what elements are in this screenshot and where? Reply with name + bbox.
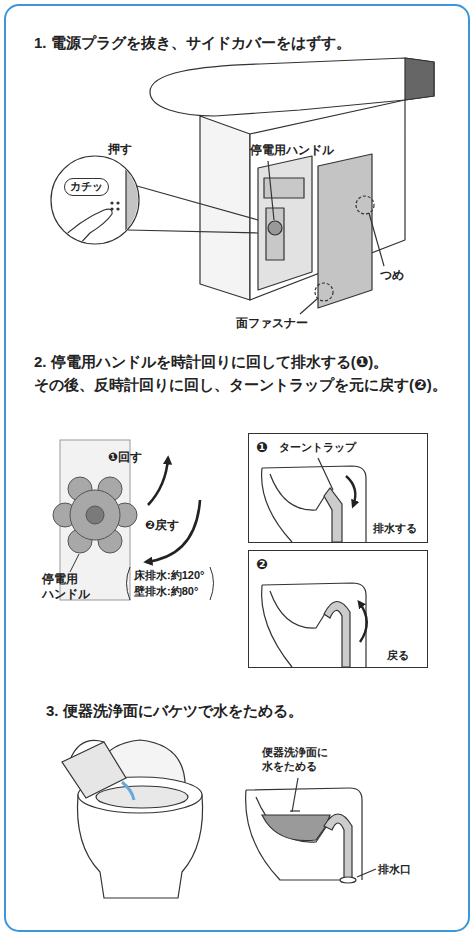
- water-fill: [262, 815, 330, 841]
- claw-marker: [356, 196, 374, 214]
- leader-line: [369, 213, 384, 266]
- part-name: 面ファスナー: [236, 316, 308, 332]
- step-panel: ❶ ターントラップ排水する: [248, 433, 428, 543]
- angle-note: 壁排水:約80°: [134, 584, 198, 598]
- toilet-outline: [262, 466, 366, 542]
- cover-edge: [126, 150, 166, 250]
- bracket: [210, 567, 214, 600]
- action-label: 排水する: [373, 522, 417, 536]
- part-name: 便器洗浄面に 水をためる: [262, 746, 329, 774]
- callout-number: ❶: [256, 439, 268, 457]
- rotate-arrow: [148, 458, 168, 505]
- part-name: 停電用 ハンドル: [42, 572, 91, 602]
- magnifier-detail: [58, 150, 166, 250]
- toilet-front-face: [200, 116, 250, 300]
- toilet-side-view: [51, 58, 434, 314]
- turn-trap: [324, 601, 350, 667]
- leader-line: [318, 458, 333, 490]
- bracket: [127, 567, 131, 600]
- toilet-outline: [246, 788, 362, 880]
- step-heading: 2. 停電用ハンドルを時計回りに回して排水する(❶)。 その後、反時計回りに回し…: [34, 350, 448, 397]
- bucket-illustration: [62, 740, 203, 898]
- part-name: 停電用ハンドル: [250, 143, 334, 159]
- magnifier-line: [128, 230, 258, 233]
- trap-return-section: [262, 583, 366, 667]
- water-section: [246, 778, 376, 883]
- action-label: 戻る: [387, 649, 409, 663]
- push-dot: [110, 201, 113, 204]
- outer-frame: [5, 5, 469, 931]
- side-cover: [318, 154, 372, 308]
- leader-line: [268, 161, 274, 220]
- mechanism-part: [266, 208, 284, 260]
- callout-number: ❷戻す: [145, 518, 179, 534]
- bowl-inside: [96, 786, 188, 808]
- sound-bubble: カチッ: [64, 178, 109, 196]
- turn-trap: [324, 488, 342, 542]
- side-opening: [258, 156, 312, 290]
- drain-outlet: [340, 877, 356, 883]
- leader-line: [70, 554, 79, 572]
- finger: [58, 209, 112, 248]
- callout-number: ❶回す: [108, 450, 142, 466]
- fastener-marker: [315, 283, 333, 301]
- part-name: ターントラップ: [279, 441, 356, 455]
- part-name: つめ: [380, 268, 404, 284]
- toilet-outline: [246, 790, 340, 880]
- callout-number: ❷: [256, 556, 268, 574]
- bowl-outline: [270, 474, 326, 510]
- water-stream: [122, 782, 134, 800]
- return-arrow: [359, 602, 367, 642]
- bowl-outline: [270, 591, 326, 628]
- magnifier-line: [137, 186, 258, 220]
- step-heading: 1. 電源プラグを抜き、サイドカバーをはずす。: [34, 33, 351, 53]
- part-name: 排水口: [378, 862, 411, 876]
- push-dot: [116, 201, 119, 204]
- step-panel: ❷ 戻る: [248, 550, 428, 668]
- toilet-outline: [262, 585, 292, 667]
- bucket: [62, 742, 126, 798]
- step-heading: 3. 便器洗浄面にバケツで水をためる。: [46, 701, 303, 721]
- action-label: 押す: [108, 142, 132, 158]
- leader-line: [300, 299, 317, 314]
- return-arrow: [146, 500, 200, 562]
- handle-symbol: [268, 221, 282, 235]
- handle-hub: [70, 490, 120, 540]
- handle-center: [86, 506, 104, 524]
- push-dot: [116, 207, 119, 210]
- toilet-band: [405, 58, 434, 100]
- node-text: カチッ: [70, 180, 103, 194]
- leader-line: [292, 778, 298, 812]
- drain-arrow: [346, 476, 355, 506]
- turn-trap: [324, 814, 352, 878]
- toilet-outline: [262, 468, 292, 542]
- leader-line: [357, 869, 376, 877]
- trap-drain-section: [262, 458, 366, 542]
- toilet-outline: [262, 583, 366, 667]
- angle-note: 床排水:約120°: [134, 568, 204, 582]
